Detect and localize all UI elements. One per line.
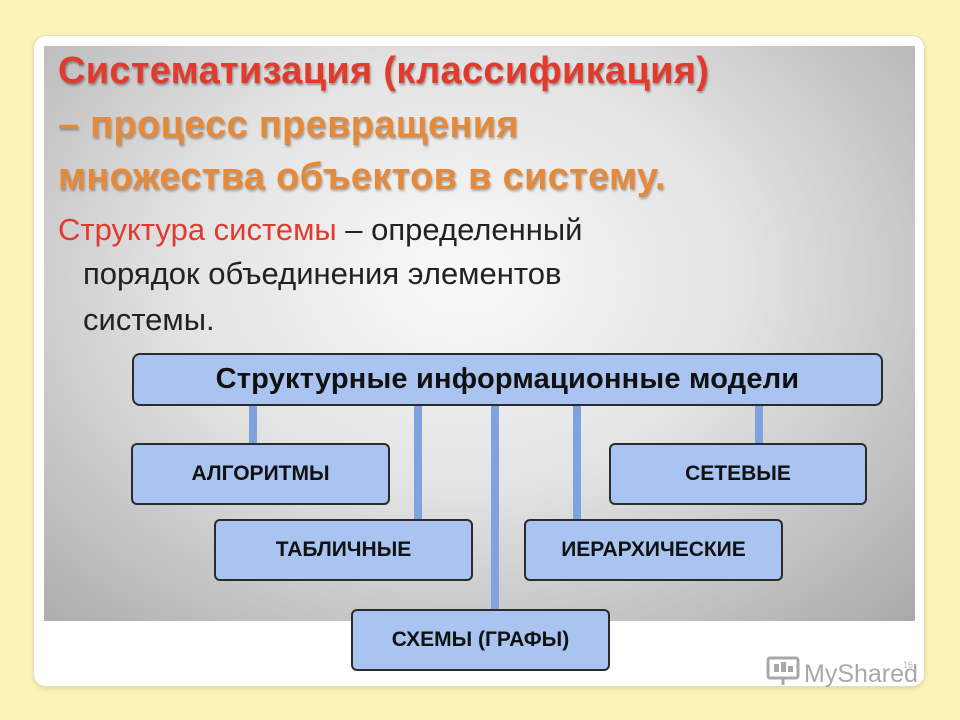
watermark: MyShared <box>766 656 918 693</box>
node-schemes: СХЕМЫ (ГРАФЫ) <box>351 609 610 671</box>
node-network: СЕТЕВЫЕ <box>609 443 867 505</box>
body-line-1-rest: – определенный <box>336 212 583 247</box>
body-line-3: системы. <box>83 302 215 337</box>
body-highlight: Структура системы <box>58 212 337 247</box>
body-line-1: Структура системы – определенный <box>58 208 582 252</box>
node-algorithms: АЛГОРИТМЫ <box>131 443 390 505</box>
connector-algorithms <box>249 404 257 444</box>
watermark-text: MyShared <box>804 660 918 688</box>
connector-tabular <box>414 404 422 520</box>
node-hierarchical: ИЕРАРХИЧЕСКИЕ <box>524 519 783 581</box>
connector-network <box>755 404 763 444</box>
title-line-2: – процесс превращения <box>58 104 519 146</box>
title-line-3: множества объектов в систему. <box>58 156 666 198</box>
connector-hierarchical <box>573 404 581 520</box>
title-line-1: Систематизация (классификация) <box>58 50 710 92</box>
presentation-board-icon <box>766 656 804 693</box>
connector-schemes <box>491 404 499 612</box>
body-line-2: порядок объединения элементов <box>83 256 562 291</box>
node-tabular: ТАБЛИЧНЫЕ <box>214 519 473 581</box>
root-node: Структурные информационные модели <box>132 353 883 406</box>
page-number: 16 <box>903 660 914 670</box>
